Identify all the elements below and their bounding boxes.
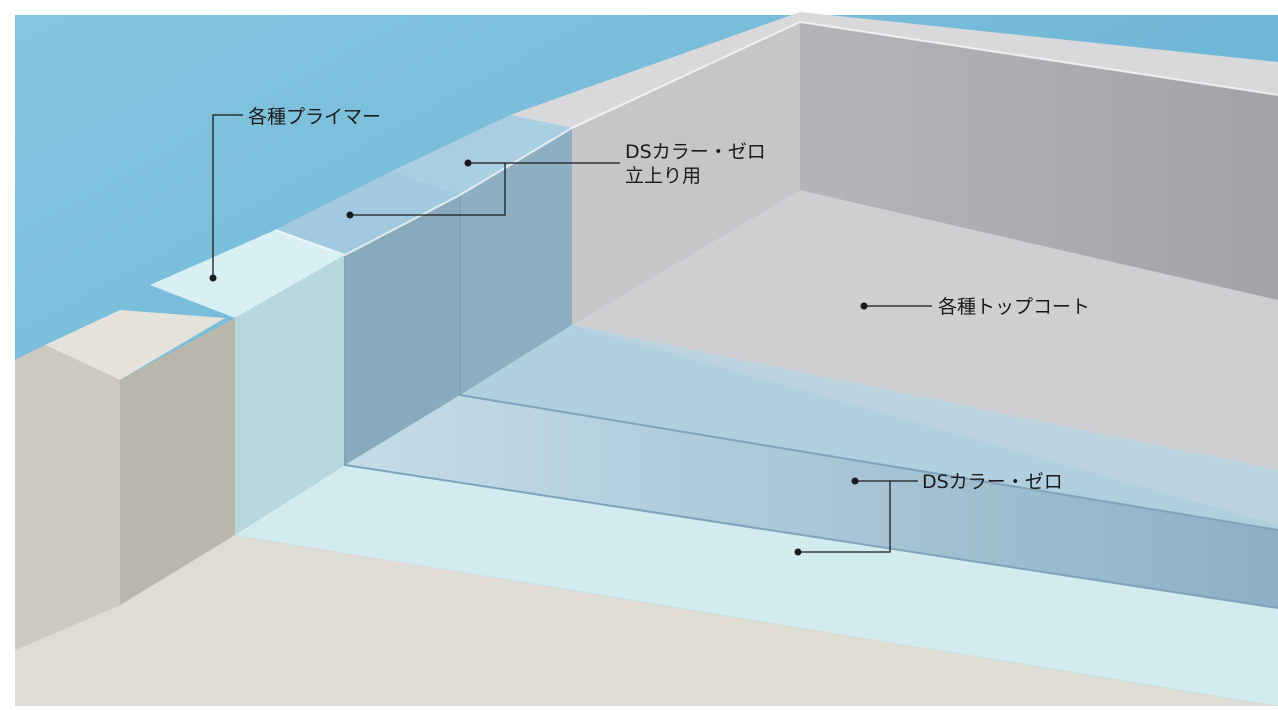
marker-dot xyxy=(851,477,859,485)
riser-membrane-top-1 xyxy=(275,172,460,255)
parapet-top xyxy=(510,12,1278,128)
floor-membrane-2 xyxy=(460,325,1278,530)
concrete-slab xyxy=(15,535,1278,706)
primer-floor xyxy=(235,465,1278,706)
label-riser-line2: 立上り用 xyxy=(625,165,701,187)
label-riser-group: DSカラー・ゼロ 立上り用 xyxy=(346,141,766,219)
label-primer: 各種プライマー xyxy=(248,106,381,128)
label-base-group: DSカラー・ゼロ xyxy=(794,471,1063,556)
label-riser-line1: DSカラー・ゼロ xyxy=(625,141,766,163)
marker-dot xyxy=(794,548,802,556)
primer-top xyxy=(150,230,345,318)
left-inner-wall xyxy=(572,22,800,325)
concrete-top xyxy=(45,310,225,380)
membrane-edge-1 xyxy=(344,255,1278,609)
membrane-edge-2 xyxy=(459,195,1278,531)
concrete-side xyxy=(120,318,235,605)
marker-dot xyxy=(346,211,354,219)
floor-membrane-1 xyxy=(345,395,1278,608)
label-base: DSカラー・ゼロ xyxy=(922,471,1063,493)
top-edge-highlight xyxy=(274,20,1278,257)
marker-dot xyxy=(209,274,217,282)
concrete-front-left xyxy=(15,345,120,650)
riser-membrane-wall-1 xyxy=(345,195,460,465)
label-topcoat-group: 各種トップコート xyxy=(860,296,1090,318)
primer-wall xyxy=(235,255,345,535)
label-primer-group: 各種プライマー xyxy=(209,106,381,282)
label-topcoat: 各種トップコート xyxy=(938,296,1090,318)
back-wall xyxy=(800,22,1278,300)
marker-dot xyxy=(464,159,472,167)
riser-membrane-wall-2 xyxy=(460,128,572,395)
marker-dot xyxy=(860,302,868,310)
riser-membrane-top-2 xyxy=(390,115,572,195)
